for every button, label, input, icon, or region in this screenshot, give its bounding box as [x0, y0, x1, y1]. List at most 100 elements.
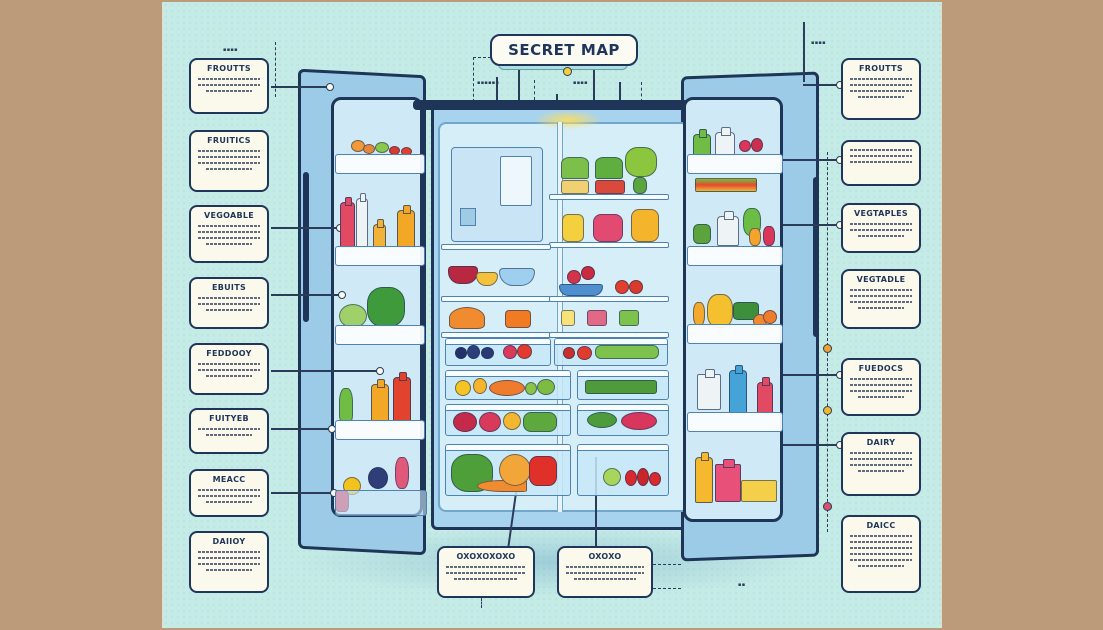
label-text	[850, 161, 912, 163]
juice-bottle-icon	[340, 197, 355, 248]
tomato-icon	[517, 344, 532, 359]
label-text	[850, 378, 912, 380]
milk-bottle-icon	[356, 193, 368, 248]
label-title: VEGTAPLES	[854, 209, 908, 218]
label-left-7: MEACC	[189, 469, 269, 517]
label-text	[850, 384, 912, 386]
label-title: VEGTADLE	[856, 275, 906, 284]
page-title: SECRET MAP	[490, 34, 638, 66]
door-bin-1[interactable]	[335, 154, 425, 174]
blueberry-icon	[481, 347, 494, 359]
banana-icon	[455, 380, 471, 396]
pepper-icon	[693, 224, 711, 244]
leader-line	[271, 83, 334, 90]
marker-icon	[823, 406, 832, 415]
annotation-line	[534, 80, 535, 100]
tomato-icon	[629, 280, 643, 294]
annotation-text: ▪▪	[738, 582, 746, 588]
carrot-icon	[449, 307, 485, 329]
annotation-line	[275, 42, 276, 97]
label-text	[198, 237, 260, 239]
door-bin-2[interactable]	[335, 246, 425, 266]
apple-icon	[537, 379, 555, 395]
pepper-icon	[633, 177, 647, 194]
carrot-icon	[693, 302, 705, 326]
label-text	[850, 452, 912, 454]
label-text	[198, 78, 260, 80]
water-dispenser-icon[interactable]	[460, 208, 476, 226]
label-text	[198, 162, 260, 164]
label-left-6: FUITYEB	[189, 408, 269, 454]
label-right-5: FUEDOCS	[841, 358, 921, 416]
annotation-line	[481, 598, 482, 608]
door-bin-4[interactable]	[335, 420, 425, 440]
lime-icon	[525, 382, 537, 395]
sweet-potato-icon	[489, 380, 525, 396]
door-bin-right-4[interactable]	[687, 412, 783, 432]
label-text	[858, 396, 904, 398]
container-icon	[619, 310, 639, 326]
door-bin-3[interactable]	[335, 325, 425, 345]
bowl-icon	[476, 272, 498, 286]
container-icon	[587, 310, 607, 326]
label-text	[566, 566, 644, 568]
label-left-5: FEDDOOY	[189, 343, 269, 395]
annotation-line	[653, 588, 681, 589]
juice-bottle-icon	[397, 205, 415, 248]
crisper-drawer-right[interactable]	[577, 444, 669, 496]
label-text	[850, 149, 912, 151]
green-bottle-icon	[693, 129, 711, 156]
label-text	[206, 569, 252, 571]
juice-bottle-icon	[757, 377, 773, 414]
annotation-line	[473, 57, 474, 102]
berry-bowl-icon	[448, 266, 478, 284]
door-bin-right-2[interactable]	[687, 246, 783, 266]
title-marker-icon	[563, 67, 572, 76]
container-icon	[505, 310, 531, 328]
shelf-left-1	[441, 244, 551, 250]
leader-line	[271, 367, 384, 374]
broccoli-icon	[367, 287, 405, 327]
left-door-handle[interactable]	[303, 172, 309, 322]
label-text	[198, 303, 260, 305]
orange-icon	[473, 378, 487, 394]
label-left-1: FROUTTS	[189, 58, 269, 114]
door-bin-5[interactable]	[335, 490, 427, 516]
label-text	[850, 301, 912, 303]
label-text	[850, 223, 912, 225]
control-panel[interactable]	[451, 147, 543, 242]
label-text	[850, 390, 912, 392]
radish-icon	[763, 226, 775, 246]
juice-carton-icon	[715, 459, 741, 502]
label-title: DAIIOY	[212, 537, 246, 546]
label-text	[206, 501, 252, 503]
door-bin-right-1[interactable]	[687, 154, 783, 174]
vegetable-sticks-icon	[695, 178, 757, 192]
marker-icon	[823, 344, 832, 353]
label-title: DAICC	[866, 521, 896, 530]
label-left-3: VEGOABLE	[189, 205, 269, 263]
strawberry-icon	[637, 468, 649, 486]
drawer-left-1[interactable]	[445, 338, 551, 366]
annotation-line	[653, 564, 681, 565]
radish-icon	[751, 138, 763, 152]
pot-icon	[561, 180, 589, 194]
leader-line	[783, 156, 844, 163]
label-title: FEDDOOY	[206, 349, 252, 358]
label-left-2: FRUITICS	[189, 130, 269, 192]
fruit-bowl-icon	[559, 284, 603, 296]
annotation-line	[473, 57, 491, 58]
label-title: FUEDOCS	[858, 364, 904, 373]
label-text	[850, 78, 912, 80]
juice-bottle-icon	[373, 219, 386, 248]
label-title: EBUITS	[211, 283, 247, 292]
right-door-handle[interactable]	[813, 177, 819, 337]
annotation-text: ▪▪▪▪	[223, 47, 238, 53]
milk-carton-icon	[697, 369, 721, 410]
door-bin-right-3[interactable]	[687, 324, 783, 344]
label-text	[206, 90, 252, 92]
cucumber-icon	[339, 388, 353, 422]
leek-icon	[733, 302, 759, 320]
jar-icon	[562, 214, 584, 242]
